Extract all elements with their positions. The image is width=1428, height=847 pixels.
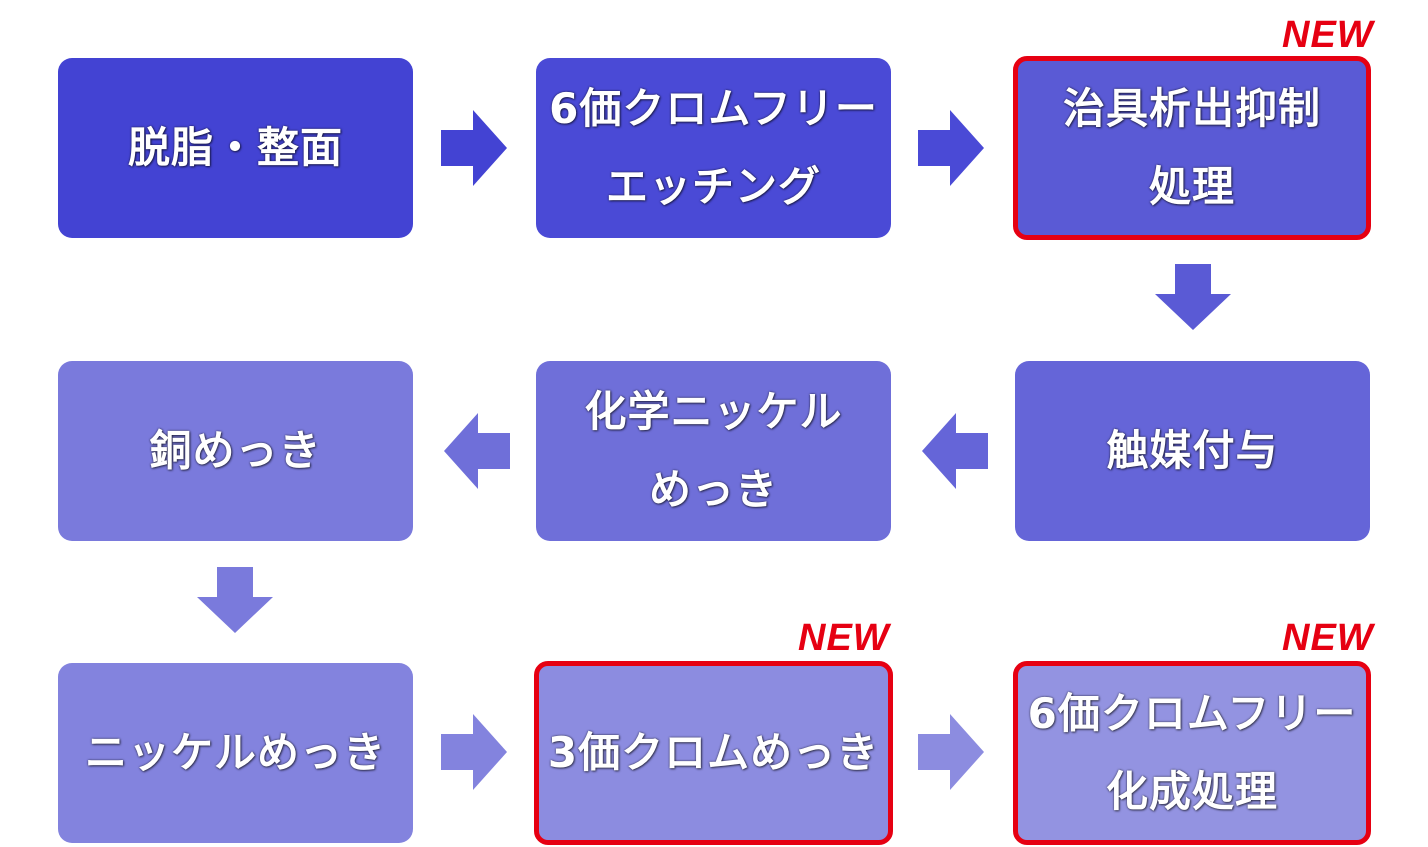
step-label-line-2: エッチング bbox=[605, 162, 821, 211]
step-label-line-1: 化学ニッケル bbox=[584, 387, 843, 437]
step-label-line-2: 化成処理 bbox=[1105, 767, 1278, 816]
step-label: 銅めっき bbox=[149, 426, 322, 476]
arrow-down-icon bbox=[197, 567, 273, 633]
step-label: 脱脂・整面 bbox=[127, 123, 343, 173]
step-catalyst: 触媒付与 bbox=[1015, 361, 1370, 541]
arrow-right-icon bbox=[441, 110, 507, 186]
arrow-left-icon bbox=[444, 413, 510, 489]
arrow-right-icon bbox=[441, 714, 507, 790]
arrow-right-icon bbox=[918, 110, 984, 186]
step-jig-deposition-suppression: 治具析出抑制 処理 bbox=[1013, 56, 1371, 240]
new-badge: NEW bbox=[1282, 14, 1374, 56]
step-cr3-plating: 3価クロムめっき bbox=[534, 661, 893, 845]
new-badge: NEW bbox=[1282, 617, 1374, 659]
new-badge: NEW bbox=[798, 617, 890, 659]
step-degreasing: 脱脂・整面 bbox=[58, 58, 413, 238]
step-nickel-plating: ニッケルめっき bbox=[58, 663, 413, 843]
step-label: ニッケルめっき bbox=[84, 728, 386, 778]
step-label-line-1: 6価クロムフリー bbox=[549, 84, 878, 134]
step-label: 3価クロムめっき bbox=[547, 728, 880, 778]
step-label-line-1: 6価クロムフリー bbox=[1027, 689, 1357, 739]
step-cr6-free-etching: 6価クロムフリー エッチング bbox=[536, 58, 891, 238]
step-label: 触媒付与 bbox=[1106, 426, 1279, 476]
arrow-right-icon bbox=[918, 714, 984, 790]
step-label-line-1: 治具析出抑制 bbox=[1062, 84, 1321, 134]
step-cr6-free-conversion: 6価クロムフリー 化成処理 bbox=[1013, 661, 1371, 845]
step-copper-plating: 銅めっき bbox=[58, 361, 413, 541]
step-label-line-2: めっき bbox=[648, 465, 778, 514]
step-label-line-2: 処理 bbox=[1148, 162, 1235, 211]
arrow-left-icon bbox=[922, 413, 988, 489]
step-electroless-nickel: 化学ニッケル めっき bbox=[536, 361, 891, 541]
arrow-down-icon bbox=[1155, 264, 1231, 330]
